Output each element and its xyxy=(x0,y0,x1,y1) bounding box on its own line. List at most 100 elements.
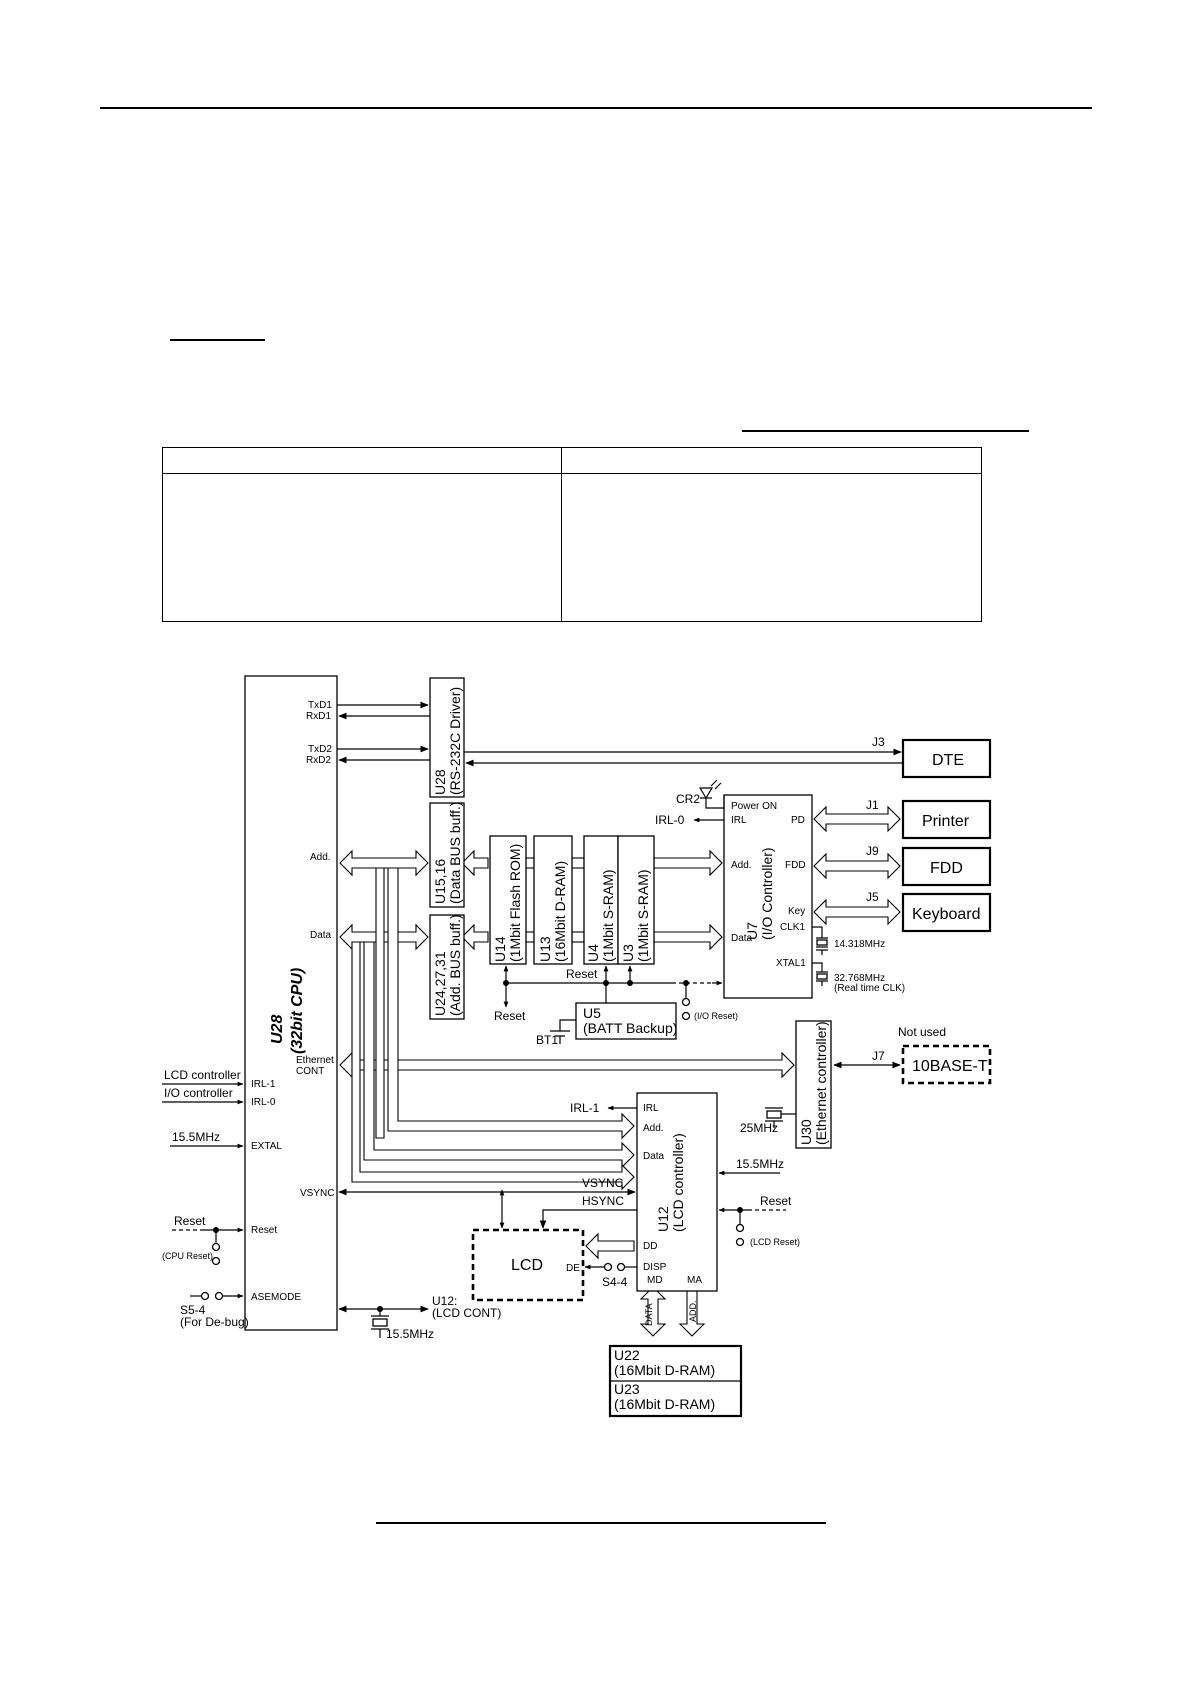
label-lcd-controller: LCD controller xyxy=(164,1068,241,1082)
sram-u3-id: U3 xyxy=(620,944,636,962)
label-bt1: BT1 xyxy=(536,1033,558,1047)
bus-mem-2 xyxy=(525,931,535,943)
xtal-14mhz-icon xyxy=(812,926,828,955)
label-s54: S5-4 xyxy=(180,1303,206,1317)
data-bus-lcd-inner xyxy=(351,941,635,1191)
dram-u13-block xyxy=(533,835,573,965)
ethernet-controller-block xyxy=(795,1020,832,1149)
bus-mem-io-data xyxy=(653,923,723,951)
data-buffer-desc: (Data BUS buff.) xyxy=(447,802,463,904)
pin-ethernet-cont: CONT xyxy=(296,1066,324,1077)
ethernet-bus xyxy=(339,1051,795,1079)
xtal-14mhz-body xyxy=(816,939,828,946)
label-lcd-reset: Reset xyxy=(760,1194,792,1208)
rs232c-id: U28 xyxy=(432,769,448,795)
add-bus-cpu-databuf xyxy=(339,849,429,877)
cpu-id: U28 xyxy=(269,1015,286,1044)
label-u12-cont: U12: xyxy=(432,1294,457,1308)
lcd-pin-data: Data xyxy=(643,1151,665,1162)
io-pin-key: Key xyxy=(788,906,805,917)
printer-block xyxy=(901,799,992,840)
label-cpu-reset: Reset xyxy=(174,1214,206,1228)
ethernet-controller-id: U30 xyxy=(798,1119,814,1145)
xtal-25mhz-body xyxy=(766,1110,782,1119)
bus-mem-3 xyxy=(571,857,585,869)
io-controller-block xyxy=(723,794,813,999)
pin-vsync: VSYNC xyxy=(300,1188,334,1199)
lcd-reset-switch-top xyxy=(735,1223,745,1233)
label-j7: J7 xyxy=(872,1049,885,1063)
label-lcd-15: 15.5MHz xyxy=(736,1157,784,1171)
label-irl0-out: IRL-0 xyxy=(655,813,685,827)
dram-u22-desc: (16Mbit D-RAM) xyxy=(614,1362,715,1378)
dram-u22-id: U22 xyxy=(614,1347,640,1363)
io-reset-switch-top xyxy=(681,997,691,1007)
io-pin-fdd: FDD xyxy=(785,860,806,871)
cpu-reset-switch-top xyxy=(211,1242,221,1252)
cpu-reset-switch-bottom xyxy=(211,1256,221,1266)
add-bus-lcd-inner xyxy=(375,867,385,1139)
xtal-bottom-body xyxy=(372,1318,388,1327)
pin-txd2: TxD2 xyxy=(308,744,332,755)
bus-io-printer xyxy=(813,805,901,833)
bus-mem-1 xyxy=(525,857,535,869)
lcd-controller-id: U12 xyxy=(655,1206,671,1232)
tenbase-t-label: 10BASE-T xyxy=(912,1058,988,1075)
label-j5: J5 xyxy=(866,890,879,904)
flash-rom-desc: (1Mbit Flash ROM) xyxy=(507,844,523,962)
io-pin-xtal1: XTAL1 xyxy=(776,958,806,969)
label-j9: J9 xyxy=(866,844,879,858)
sram-u4-id: U4 xyxy=(585,944,601,962)
label-hsync: HSYNC xyxy=(582,1194,624,1208)
label-extal-freq: 15.5MHz xyxy=(172,1130,220,1144)
pin-rxd2: RxD2 xyxy=(306,755,331,766)
batt-wire xyxy=(550,983,607,1044)
cpu-desc: (32bit CPU) xyxy=(289,968,306,1054)
fdd-label: FDD xyxy=(930,860,963,877)
reset-node-1 xyxy=(503,980,509,986)
lcd-pin-disp: DISP xyxy=(643,1262,667,1273)
s44-switch-left xyxy=(603,1262,613,1272)
label-bottom-15: 15.5MHz xyxy=(386,1327,434,1341)
xtal-25mhz-icon xyxy=(765,1107,796,1128)
bus-addrbuf-flash xyxy=(461,923,489,951)
batt-backup-id: U5 xyxy=(583,1005,601,1021)
sram-u3-desc: (1Mbit S-RAM) xyxy=(635,869,651,962)
label-io-controller: I/O controller xyxy=(164,1086,233,1100)
lcd-panel-label: LCD xyxy=(511,1257,543,1274)
batt-backup-block xyxy=(575,1002,677,1040)
bus-mem-io-add xyxy=(653,849,723,877)
bus-databuf-flash xyxy=(461,849,489,877)
io-pin-clk1: CLK1 xyxy=(780,922,805,933)
lcd-pin-dd: DD xyxy=(643,1241,657,1252)
bus-dd-lcd xyxy=(585,1232,635,1260)
label-j1: J1 xyxy=(866,798,879,812)
pin-asemode: ASEMODE xyxy=(251,1292,301,1303)
heading-underline xyxy=(742,430,1029,432)
xtal-bottom-icon xyxy=(371,1309,389,1338)
addr-buffer-id: U24,27,31 xyxy=(432,951,448,1016)
flash-rom-id: U14 xyxy=(492,936,508,962)
dram-u13-desc: (16Mbit D-RAM) xyxy=(552,861,568,962)
label-de: DE xyxy=(566,1263,580,1274)
batt-backup-desc: (BATT Backup) xyxy=(583,1020,677,1036)
label-cpu-reset-note: (CPU Reset) xyxy=(162,1251,213,1261)
fdd-block xyxy=(901,846,992,887)
xtal-32khz-body xyxy=(816,973,828,980)
rs232c-block xyxy=(429,677,465,798)
s54-switch-left xyxy=(200,1291,210,1301)
label-reset-arrow: Reset xyxy=(494,1009,526,1023)
label-xtal-14: 14.318MHz xyxy=(834,939,885,950)
flash-rom-block xyxy=(489,835,527,965)
label-not-used: Not used xyxy=(898,1025,946,1039)
bus-io-keyboard xyxy=(813,898,901,926)
lcd-pin-irl: IRL xyxy=(643,1103,659,1114)
pin-reset: Reset xyxy=(251,1225,277,1236)
spec-table-header-left xyxy=(162,447,562,474)
io-pin-pd: PD xyxy=(791,815,805,826)
lcd-panel xyxy=(471,1228,585,1302)
label-s44-lcd: S4-4 xyxy=(602,1275,628,1289)
pin-txd1: TxD1 xyxy=(308,700,332,711)
